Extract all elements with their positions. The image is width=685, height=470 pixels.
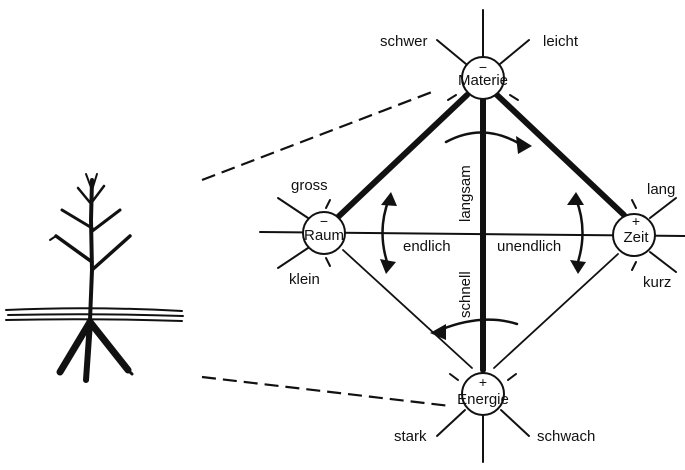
edge-materie-zeit: [494, 92, 627, 218]
tree-with-roots-icon: [5, 173, 184, 383]
edge-zeit-energie: [493, 253, 619, 369]
label-endlich: endlich: [403, 238, 451, 255]
arrow-bottom-counterclockwise: [438, 318, 519, 332]
raum-sign: −: [320, 213, 328, 229]
energie-label: Energie: [457, 391, 509, 408]
label-schwer: schwer: [380, 33, 428, 50]
materie-label: Materie: [458, 72, 508, 89]
label-lang: lang: [647, 181, 675, 198]
label-klein: klein: [289, 271, 320, 288]
label-leicht: leicht: [543, 33, 579, 50]
energie-sign: +: [479, 374, 487, 390]
node-energie: + Energie: [457, 372, 509, 416]
lower-dashed-guide: [201, 375, 451, 408]
node-materie: − Materie: [458, 56, 508, 100]
node-zeit: + Zeit: [612, 213, 656, 257]
edge-raum-energie: [342, 249, 473, 369]
upper-dashed-guide: [201, 90, 433, 182]
node-raum: − Raum: [302, 211, 346, 255]
label-stark: stark: [394, 428, 427, 445]
label-gross: gross: [291, 177, 328, 194]
arrow-top-clockwise: [444, 131, 522, 146]
zeit-label: Zeit: [623, 229, 649, 246]
label-unendlich: unendlich: [497, 238, 561, 255]
label-kurz: kurz: [643, 274, 671, 291]
label-schwach: schwach: [537, 428, 595, 445]
label-schnell: schnell: [457, 271, 474, 318]
label-langsam: langsam: [457, 165, 474, 222]
materie-sign: −: [479, 59, 487, 75]
edge-materie-raum: [334, 92, 470, 221]
raum-label: Raum: [304, 227, 344, 244]
zeit-sign: +: [632, 213, 640, 229]
arrow-right-vertical: [574, 197, 584, 270]
